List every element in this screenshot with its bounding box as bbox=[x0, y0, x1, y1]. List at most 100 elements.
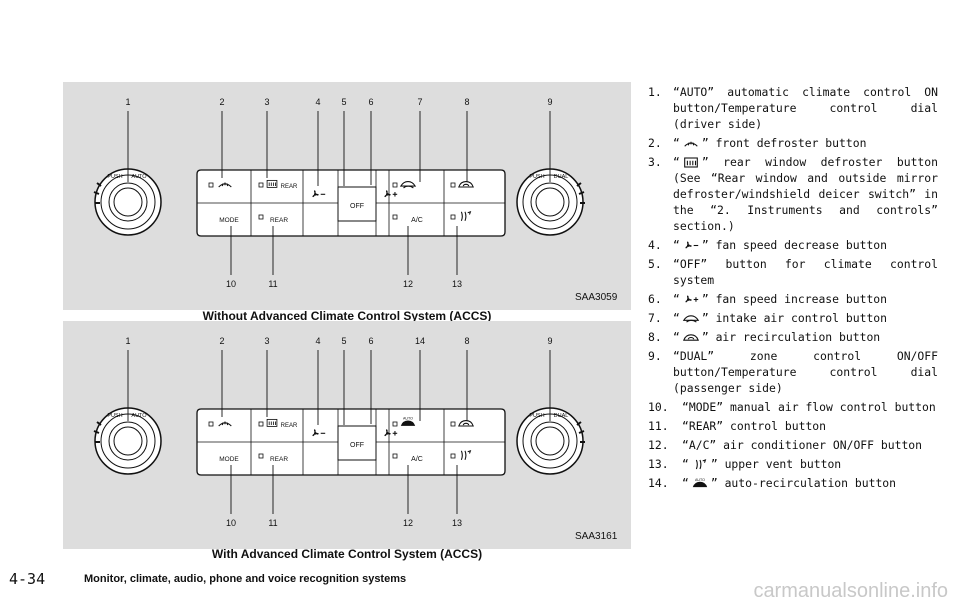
callout-number: 4 bbox=[315, 336, 320, 346]
list-item-number: 5. bbox=[648, 257, 662, 271]
list-item-text: “” rear window defroster button (See “Re… bbox=[673, 154, 938, 234]
list-item-text-start: “AUTO” automatic climate control ON butt… bbox=[673, 85, 938, 131]
list-item-text-start: “A/C” air conditioner ON/OFF button bbox=[682, 438, 923, 452]
recirculation-icon bbox=[682, 334, 699, 341]
fan-plus-icon bbox=[685, 295, 699, 303]
list-item-text-start: “ bbox=[682, 476, 689, 490]
callout-number: 9 bbox=[547, 336, 552, 346]
list-item-text: “” air recirculation button bbox=[673, 329, 938, 345]
dial-push-label: PUSH bbox=[529, 174, 544, 180]
list-item-number: 7. bbox=[648, 311, 662, 325]
fan-minus-icon bbox=[685, 241, 699, 249]
page-number: 4-34 bbox=[9, 570, 46, 588]
list-item-number: 11. bbox=[648, 419, 669, 433]
list-item-number: 10. bbox=[648, 400, 669, 414]
callout-number: 12 bbox=[403, 518, 413, 528]
list-item-text-start: “REAR” control button bbox=[682, 419, 827, 433]
rear-defrost-label: REAR bbox=[281, 184, 298, 190]
list-item-number: 2. bbox=[648, 136, 662, 150]
list-item-text-start: “ bbox=[673, 292, 680, 306]
footer-title: Monitor, climate, audio, phone and voice… bbox=[84, 573, 407, 585]
auto-recirculation-icon: AUTO bbox=[692, 478, 708, 488]
callout-number: 14 bbox=[415, 336, 425, 346]
list-item-text: “ ” upper vent button bbox=[682, 456, 938, 472]
list-item-text: “” intake air control button bbox=[673, 310, 938, 326]
callout-number: 10 bbox=[226, 279, 236, 289]
list-item: 9. “DUAL” zone control ON/OFF button/Temp… bbox=[648, 348, 938, 396]
list-item-text-start: “ bbox=[682, 457, 689, 471]
list-item-number: 8. bbox=[648, 330, 662, 344]
item-list: 1. “AUTO” automatic climate control ON bu… bbox=[648, 84, 938, 494]
dial-push-label: PUSH bbox=[107, 174, 122, 180]
ac-button-label: A/C bbox=[411, 217, 423, 224]
dial-dual-label: DUAL bbox=[554, 413, 569, 419]
callout-number: 13 bbox=[452, 279, 462, 289]
intake-air-icon bbox=[682, 315, 700, 323]
list-item: 8. “” air recirculation button bbox=[648, 329, 938, 345]
callout-number: 11 bbox=[268, 279, 277, 289]
dial-push-label: PUSH bbox=[529, 413, 544, 419]
list-item: 12. “A/C” air conditioner ON/OFF button bbox=[648, 437, 938, 453]
list-item-text-end: ” fan speed decrease button bbox=[701, 238, 888, 252]
list-item: 1. “AUTO” automatic climate control ON bu… bbox=[648, 84, 938, 132]
list-item: 11. “REAR” control button bbox=[648, 418, 938, 434]
passenger-temp-dial: PUSH DUAL bbox=[516, 168, 585, 236]
list-item-text: “REAR” control button bbox=[682, 418, 938, 434]
callout-number: 8 bbox=[464, 336, 469, 346]
callout-number: 3 bbox=[264, 97, 269, 107]
callout-number: 11 bbox=[268, 518, 277, 528]
list-item-text-start: “ bbox=[673, 155, 680, 169]
list-item-number: 3. bbox=[648, 155, 662, 169]
rear-button-label: REAR bbox=[270, 456, 288, 463]
list-item: 10.“MODE” manual air flow control button bbox=[648, 399, 938, 415]
front-defrost-icon bbox=[684, 141, 698, 147]
list-item-text-start: “ bbox=[673, 238, 680, 252]
rear-defrost-label: REAR bbox=[281, 423, 298, 429]
list-item-text: “ AUTO ” auto-recirculation button bbox=[682, 475, 938, 491]
callout-number: 2 bbox=[219, 336, 224, 346]
list-item-text-end: ” upper vent button bbox=[710, 457, 842, 471]
svg-text:AUTO: AUTO bbox=[695, 478, 705, 482]
mode-button-label: MODE bbox=[219, 217, 239, 224]
callout-number: 7 bbox=[417, 97, 422, 107]
list-item-text-end: ” air recirculation button bbox=[701, 330, 881, 344]
list-item-text: “AUTO” automatic climate control ON butt… bbox=[673, 84, 938, 132]
dial-dual-label: DUAL bbox=[554, 174, 569, 180]
callout-number: 3 bbox=[264, 336, 269, 346]
callout-number: 1 bbox=[125, 97, 130, 107]
list-item: 14.“AUTO” auto-recirculation button bbox=[648, 475, 938, 491]
callout-number: 6 bbox=[368, 97, 373, 107]
list-item-text-start: “OFF” button for climate control system bbox=[673, 257, 938, 287]
list-item-text: “OFF” button for climate control system bbox=[673, 256, 938, 288]
list-item-text-end: ” auto-recirculation button bbox=[710, 476, 897, 490]
list-item: 13.“” upper vent button bbox=[648, 456, 938, 472]
callout-number: 12 bbox=[403, 279, 413, 289]
list-item-text-end: ” front defroster button bbox=[701, 136, 867, 150]
dial-auto-label: AUTO bbox=[131, 174, 147, 180]
off-button-label: OFF bbox=[350, 442, 364, 449]
callout-number: 10 bbox=[226, 518, 236, 528]
watermark: carmanualsonline.info bbox=[753, 580, 948, 602]
callout-number: 5 bbox=[341, 97, 346, 107]
list-item-number: 9. bbox=[648, 349, 662, 363]
off-button-label: OFF bbox=[350, 203, 364, 210]
list-item-text: “A/C” air conditioner ON/OFF button bbox=[682, 437, 938, 453]
list-item-number: 12. bbox=[648, 438, 669, 452]
list-item-text-start: “ bbox=[673, 136, 680, 150]
ac-button-label: A/C bbox=[411, 456, 423, 463]
driver-temp-dial: PUSH AUTO bbox=[93, 168, 162, 236]
list-item-number: 1. bbox=[648, 85, 662, 99]
callout-number: 6 bbox=[368, 336, 373, 346]
list-item-text-start: “DUAL” zone control ON/OFF button/Temper… bbox=[673, 349, 938, 395]
mode-button-label: MODE bbox=[219, 456, 239, 463]
list-item: 6.“” fan speed increase button bbox=[648, 291, 938, 307]
callout-number: 1 bbox=[125, 336, 130, 346]
list-item-text: “” fan speed increase button bbox=[673, 291, 938, 307]
list-item-text-end: ” intake air control button bbox=[701, 311, 888, 325]
